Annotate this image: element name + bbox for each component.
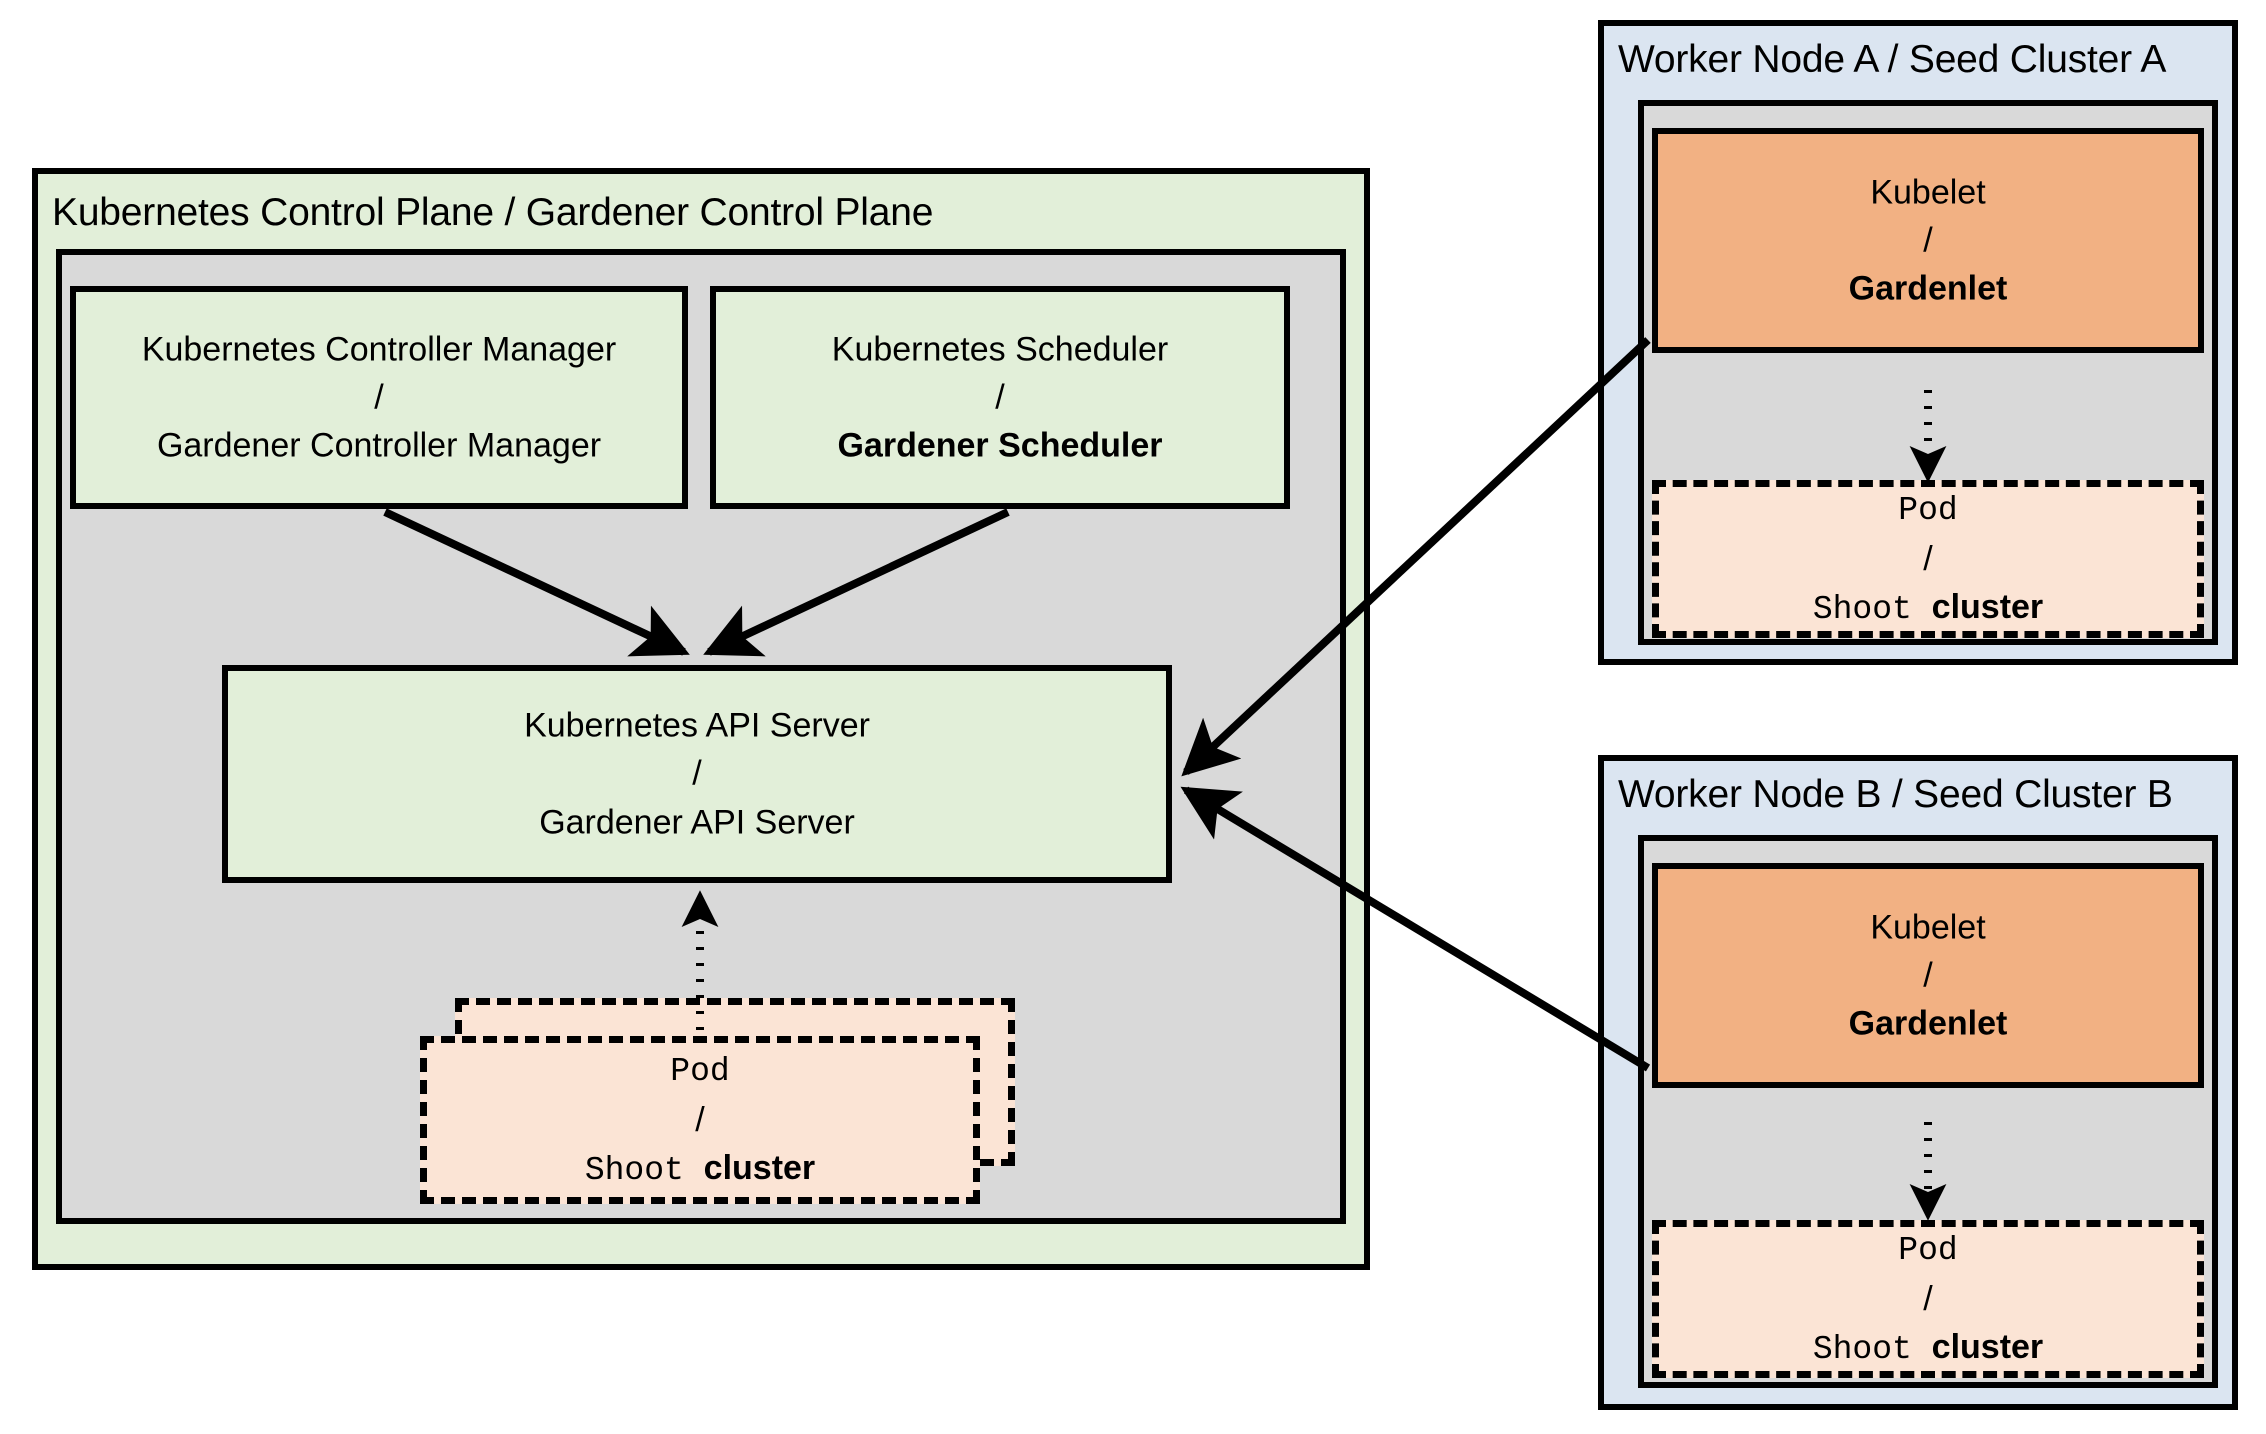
worker-node-b-kubelet-box[interactable]: Kubelet / Gardenlet	[1652, 863, 2204, 1088]
worker-node-a-title: Worker Node A / Seed Cluster A	[1618, 38, 2167, 81]
scheduler-label: Kubernetes Scheduler / Gardener Schedule…	[831, 330, 1169, 465]
kubelet-b-label: Kubelet / Gardenlet	[1848, 908, 2008, 1043]
pod-b-label: Pod / Shoot cluster	[1812, 1232, 2044, 1369]
control-plane-pod-label: Pod / Shoot cluster	[584, 1053, 816, 1190]
kubelet-a-label: Kubelet / Gardenlet	[1848, 173, 2008, 308]
kubernetes-api-server-box[interactable]: Kubernetes API Server / Gardener API Ser…	[222, 665, 1172, 883]
worker-node-b-title: Worker Node B / Seed Cluster B	[1618, 773, 2173, 816]
controller-manager-label: Kubernetes Controller Manager / Gardener…	[141, 330, 617, 465]
worker-node-b-pod-box[interactable]: Pod / Shoot cluster	[1652, 1220, 2204, 1378]
worker-node-a-kubelet-box[interactable]: Kubelet / Gardenlet	[1652, 128, 2204, 353]
kubernetes-scheduler-box[interactable]: Kubernetes Scheduler / Gardener Schedule…	[710, 286, 1290, 509]
control-plane-pod-box[interactable]: Pod / Shoot cluster	[420, 1036, 980, 1204]
kubernetes-controller-manager-box[interactable]: Kubernetes Controller Manager / Gardener…	[70, 286, 688, 509]
pod-a-label: Pod / Shoot cluster	[1812, 492, 2044, 629]
control-plane-title: Kubernetes Control Plane / Gardener Cont…	[52, 191, 934, 234]
api-server-label: Kubernetes API Server / Gardener API Ser…	[524, 706, 870, 842]
worker-node-a-pod-box[interactable]: Pod / Shoot cluster	[1652, 480, 2204, 638]
